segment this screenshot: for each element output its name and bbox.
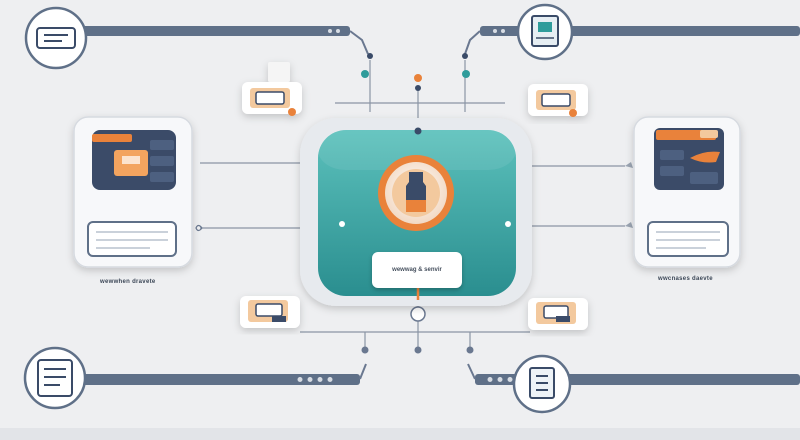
checklist-icon [23, 346, 87, 410]
small-card-bottom-left [240, 296, 300, 328]
hub-label: wewwag & senvir [372, 252, 462, 288]
top-left-bar [80, 26, 373, 59]
central-hub [300, 118, 532, 306]
person-upload-icon [378, 155, 454, 231]
clipboard-icon [516, 3, 574, 61]
bottom-left-bar [80, 363, 367, 385]
right-server-caption: wwcnases daevte [658, 276, 713, 282]
left-server-caption: wewwhen dravete [100, 279, 156, 285]
server-stack-icon [654, 128, 724, 190]
right-server-panel [633, 116, 741, 268]
small-card-top-right [528, 84, 588, 117]
file-stack-icon [512, 354, 572, 414]
bottom-strip [0, 428, 800, 440]
small-card-top-left [242, 62, 302, 116]
top-right-bar [462, 26, 800, 59]
document-icon [24, 6, 88, 70]
server-stack-icon [92, 130, 176, 190]
connector-nodes [195, 70, 633, 354]
small-card-bottom-right [528, 298, 588, 330]
left-server-panel [73, 116, 193, 268]
